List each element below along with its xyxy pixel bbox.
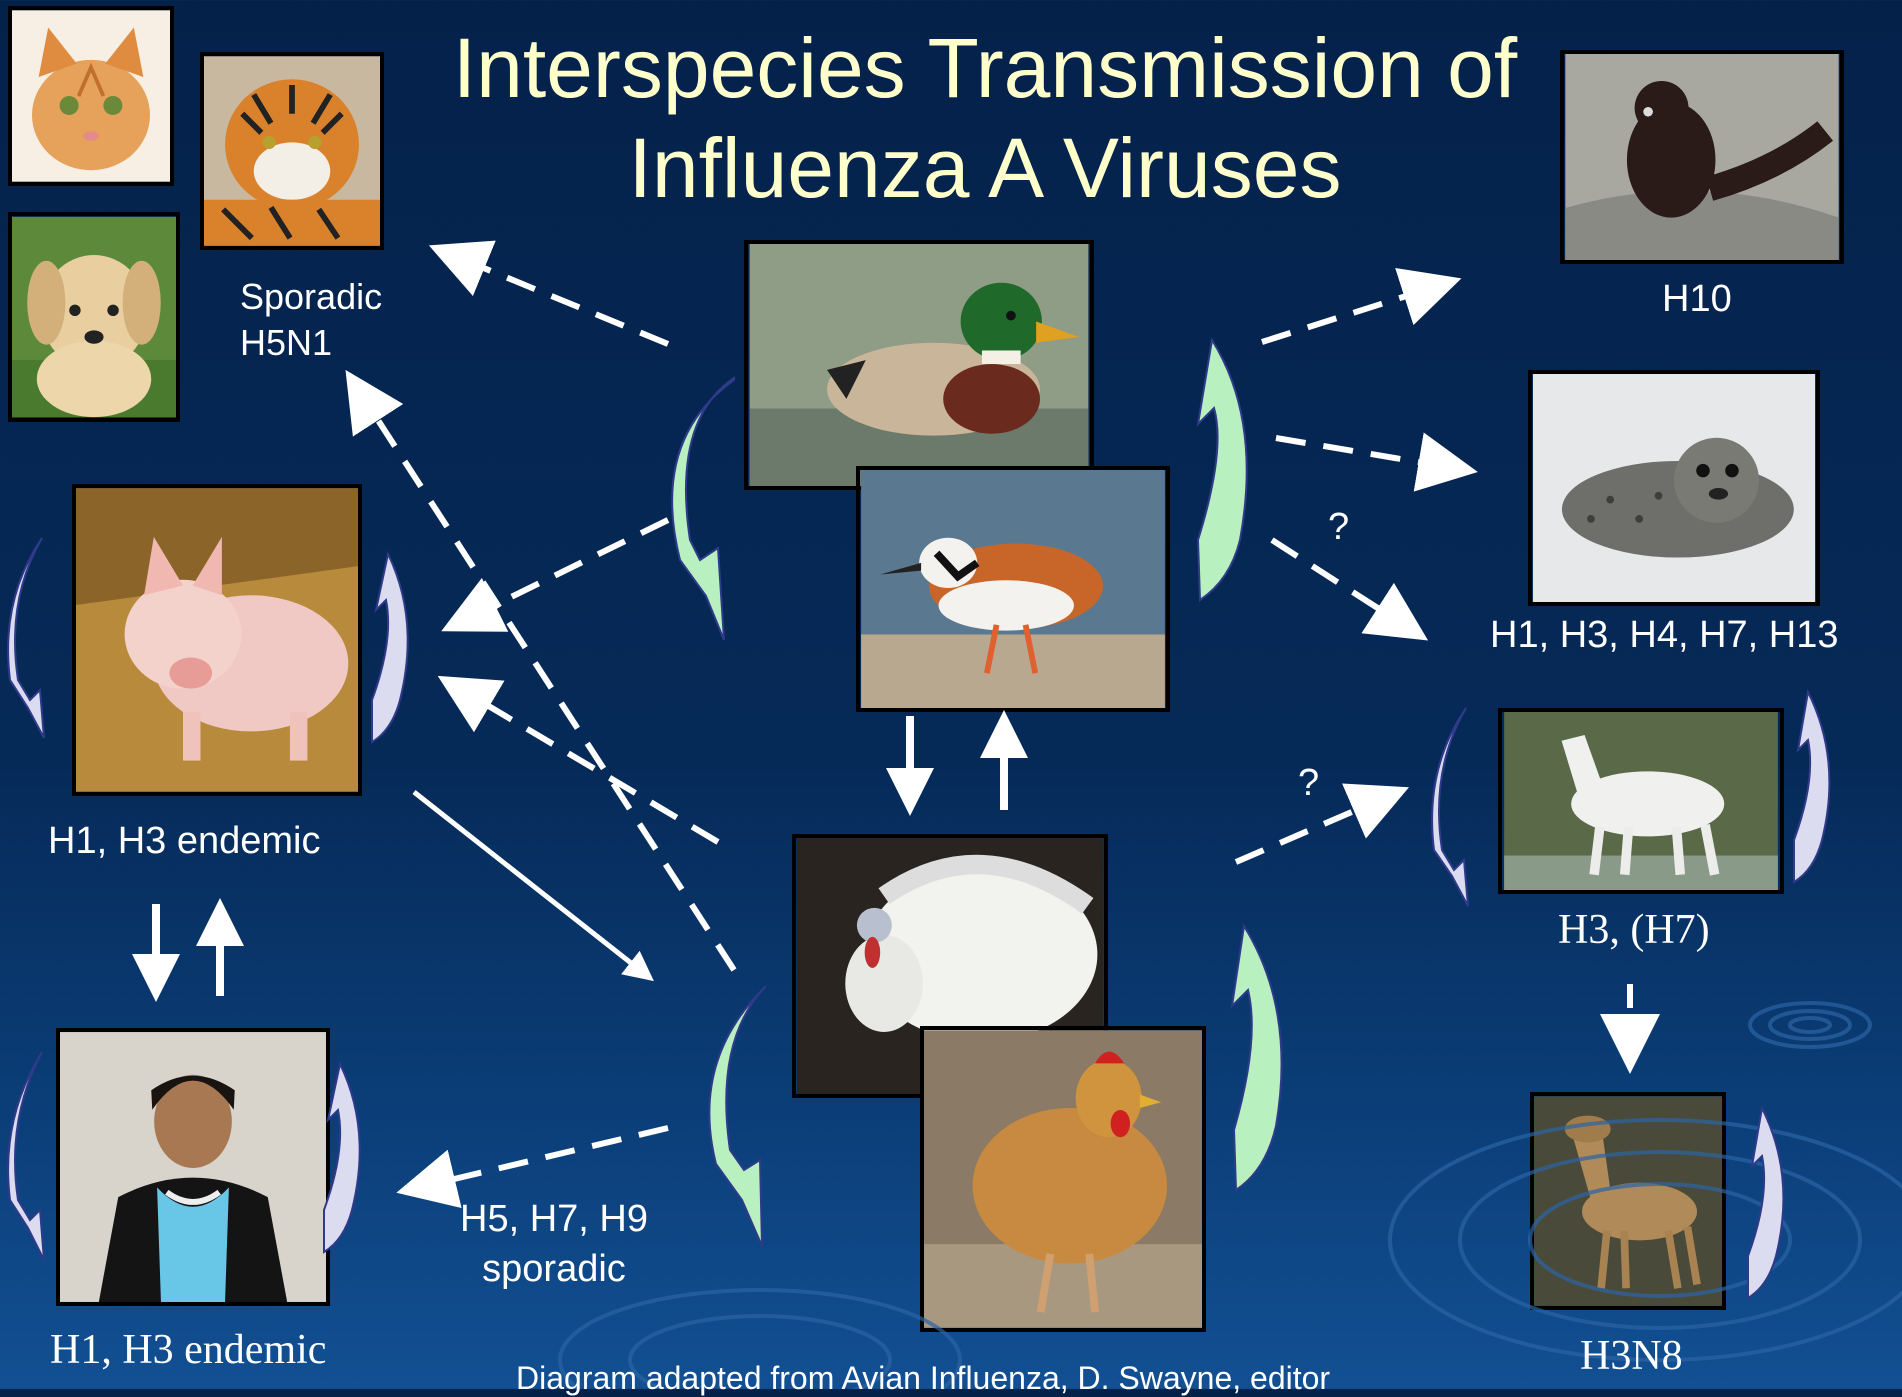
label-h5n1: H5N1 xyxy=(240,320,382,366)
label-sporadic-humans: sporadic xyxy=(460,1244,648,1294)
source-credit: Diagram adapted from Avian Influenza, D.… xyxy=(516,1360,1330,1397)
cycle-birds-left xyxy=(672,378,734,640)
label-horses: H3, (H7) xyxy=(1558,906,1710,954)
uncertain-mark-seals: ? xyxy=(1328,506,1349,549)
label-poultry-to-humans: H5, H7, H9 sporadic xyxy=(460,1194,648,1294)
label-seals: H1, H3, H4, H7, H13 xyxy=(1490,614,1838,657)
arrow-birds-to-horses xyxy=(1272,540,1418,634)
cycle-horses-left xyxy=(1432,708,1468,906)
label-pigs: H1, H3 endemic xyxy=(48,820,320,863)
label-sporadic: Sporadic xyxy=(240,274,382,320)
cycle-poultry-left xyxy=(709,986,766,1246)
label-dogs: H3N8 xyxy=(1580,1332,1683,1380)
arrow-poultry-to-humans xyxy=(408,1128,668,1190)
arrow-birds-to-mink xyxy=(1262,282,1450,342)
label-cats-tigers: Sporadic H5N1 xyxy=(240,274,382,366)
label-mink: H10 xyxy=(1662,278,1732,321)
arrow-birds-to-seals xyxy=(1276,438,1466,470)
arrow-pigs-to-poultry xyxy=(414,792,650,978)
uncertain-mark-horses: ? xyxy=(1298,762,1319,805)
label-h5-h7-h9: H5, H7, H9 xyxy=(460,1194,648,1244)
arrow-poultry-to-pigs xyxy=(448,682,718,842)
arrow-birds-to-pigs xyxy=(452,520,668,626)
cycle-birds-right xyxy=(1198,340,1247,600)
cycle-pigs-left xyxy=(8,538,44,738)
cycle-poultry-right xyxy=(1232,926,1282,1190)
cycle-pigs-right xyxy=(372,554,408,742)
label-humans: H1, H3 endemic xyxy=(50,1326,326,1374)
cycle-humans-right xyxy=(324,1064,360,1252)
arrow-birds-to-cats xyxy=(440,250,668,344)
cycle-humans-left xyxy=(8,1052,44,1260)
cycle-horses-right xyxy=(1794,692,1829,882)
